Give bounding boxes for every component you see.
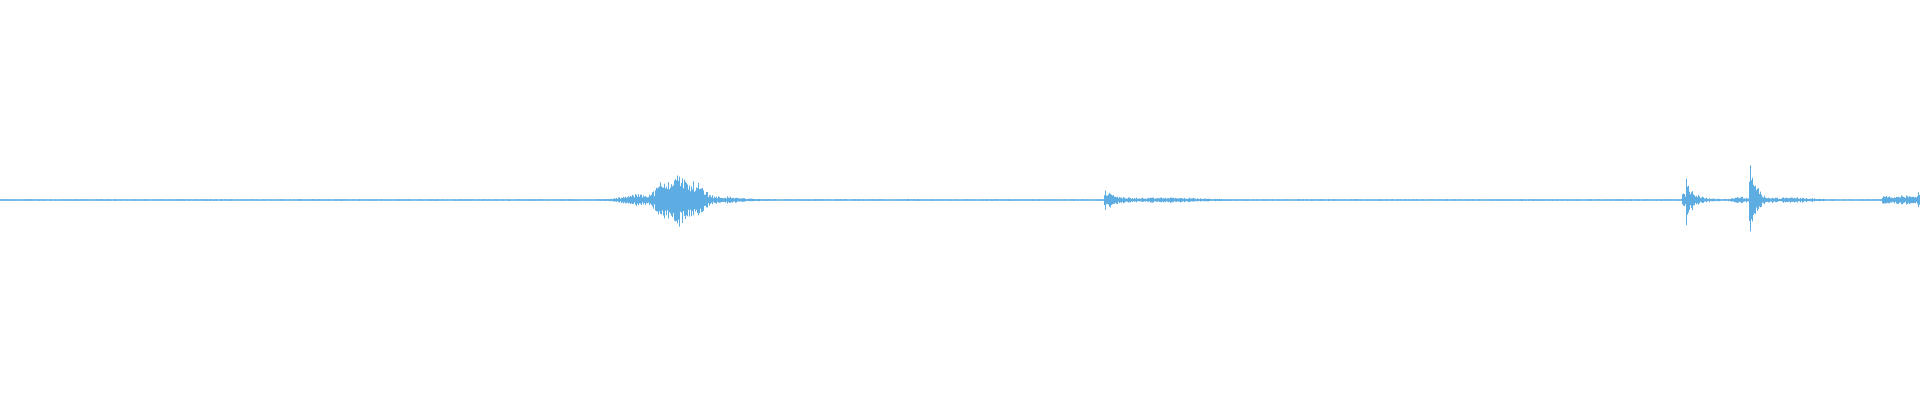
waveform-path: [0, 165, 1920, 232]
